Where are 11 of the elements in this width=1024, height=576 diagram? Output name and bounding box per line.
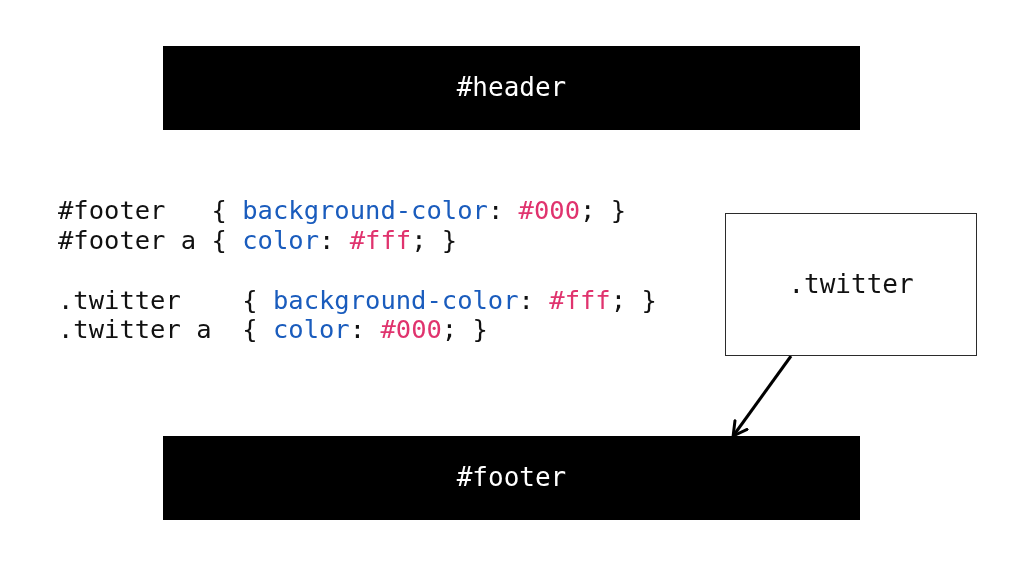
arrow (731, 355, 793, 438)
class-box (725, 213, 977, 356)
layout-block (163, 46, 860, 130)
selector-label: #footer (456, 462, 567, 494)
code-line: #footer a { color: #fff; } (58, 225, 458, 255)
layout-block (163, 436, 860, 520)
code-line: .twitter a { color: #000; } (58, 314, 488, 344)
selector-label: #header (456, 72, 567, 104)
code-line: .twitter { background-color: #fff; } (58, 285, 657, 315)
selector-label: .twitter (788, 268, 914, 301)
code-line: #footer { background-color: #000; } (58, 195, 627, 225)
